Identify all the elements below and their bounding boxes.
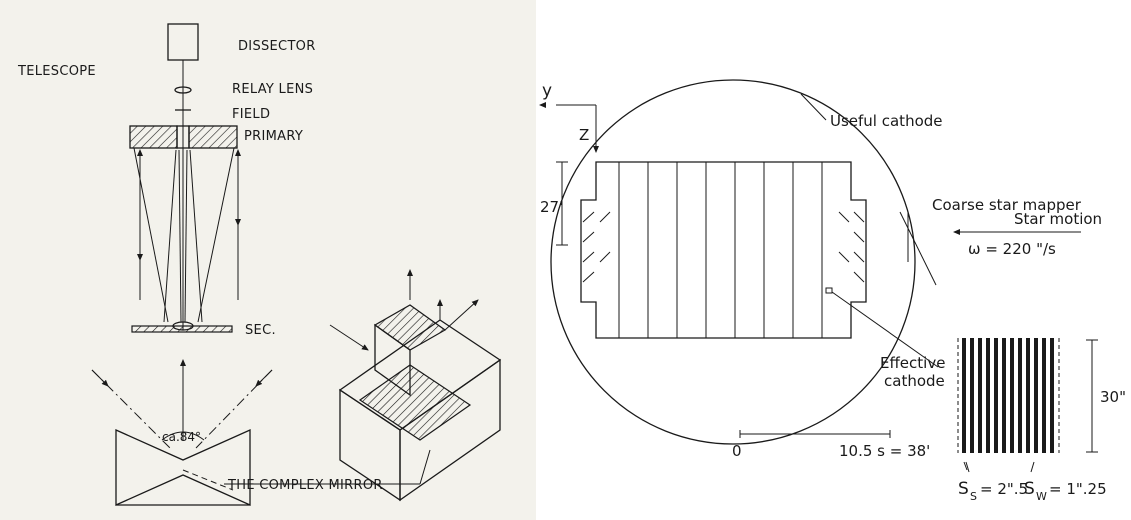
iso-arrow-out [444, 299, 479, 331]
ss-value: = 2".5 [980, 480, 1028, 498]
incoming-ray-right [195, 369, 273, 449]
sw-label: S [1024, 479, 1035, 499]
relay-lens-shape [174, 86, 192, 94]
slit-bars [962, 338, 1054, 453]
field-label: FIELD [232, 107, 270, 122]
telescope-label: TELESCOPE [17, 64, 96, 79]
ray [189, 149, 203, 323]
ss-subscript: S [970, 490, 977, 503]
scale-end-label: 10.5 s = 38' [839, 442, 930, 460]
ss-pointer [965, 461, 970, 473]
sw-subscript: W [1036, 490, 1047, 503]
ray [184, 149, 188, 323]
useful-cathode-label: Useful cathode [830, 112, 943, 130]
incoming-ray-left [91, 369, 171, 449]
star-mapper-grid [580, 161, 867, 339]
slit-bar [986, 338, 990, 453]
ray [133, 147, 169, 323]
iso-mirror-right [399, 358, 501, 502]
angle-arc [161, 431, 205, 441]
secondary-bump [172, 321, 194, 331]
useful-cathode-circle [550, 79, 916, 445]
primary-label: PRIMARY [244, 129, 303, 144]
ray [197, 147, 235, 323]
incoming-arrow [91, 369, 109, 387]
slit-bar [994, 338, 998, 453]
grid-chevrons [582, 211, 865, 283]
iso-mirror-facet [373, 304, 447, 351]
primary-mirror-left [129, 125, 178, 149]
dissector-label: DISSECTOR [238, 39, 316, 54]
coarse-star-mapper-label: Coarse star mapper [932, 196, 1082, 214]
slit-bar [1018, 338, 1022, 453]
coarse-mapper-slant [899, 211, 937, 286]
secondary-mirror [131, 325, 233, 333]
relay-lens-label: RELAY LENS [232, 82, 313, 97]
slit-bar [1042, 338, 1046, 453]
enlarged-slit-pattern [957, 338, 1060, 453]
axis-y-label: y [542, 81, 552, 101]
cathode-diagram: y Z Useful cathode Coarse star mapper St… [539, 79, 1126, 503]
scale-zero-label: 0 [732, 442, 742, 460]
iso-arrow-in [329, 324, 369, 351]
complex-mirror-label: THE COMPLEX MIRROR [227, 478, 383, 493]
telescope-diagram-panel: TELESCOPE DISSECTOR RELAY LENS FIELD PRI… [0, 0, 536, 520]
iso-leader [419, 449, 431, 485]
slit-bar [962, 338, 966, 453]
sw-value: = 1".25 [1049, 480, 1107, 498]
effective-cathode-marker [825, 287, 833, 294]
iso-mirror-lower-facet [358, 364, 472, 441]
angle-label: ca.84° [162, 430, 201, 444]
slit-bar [1002, 338, 1006, 453]
useful-cathode-leader [800, 93, 827, 121]
omega-label: ω = 220 "/s [968, 240, 1056, 258]
sw-label-group: S W = 1".25 [1024, 479, 1107, 503]
effective-cathode-label-2: cathode [884, 372, 945, 390]
cathode-diagram-panel: y Z Useful cathode Coarse star mapper St… [536, 0, 1131, 520]
incoming-arrow [255, 369, 273, 387]
complex-mirror-dashed [182, 469, 234, 491]
axis-z-label: Z [579, 126, 589, 144]
sw-pointer [1030, 461, 1035, 473]
ss-label-group: S S = 2".5 [958, 479, 1028, 503]
slit-bar [1034, 338, 1038, 453]
grid-slits [618, 162, 823, 338]
slit-bar [1026, 338, 1030, 453]
slit-bar [970, 338, 974, 453]
ss-pointer-2 [963, 461, 968, 471]
ray [178, 149, 182, 323]
dim-27-label: 27' [540, 198, 563, 216]
slit-bar [1010, 338, 1014, 453]
slit-bar [978, 338, 982, 453]
effective-cathode-leader [831, 291, 939, 368]
dissector-box [167, 23, 199, 61]
dim-30-label: 30" [1100, 388, 1126, 406]
primary-mirror-right [188, 125, 238, 149]
telescope-diagram: TELESCOPE DISSECTOR RELAY LENS FIELD PRI… [17, 23, 502, 507]
star-motion-label: Star motion [1014, 210, 1102, 228]
sec-label: SEC. [245, 323, 276, 338]
effective-cathode-label-1: Effective [880, 354, 945, 372]
slit-bar [1050, 338, 1054, 453]
ray [163, 149, 177, 323]
ss-label: S [958, 479, 969, 499]
primary-hole [176, 125, 190, 149]
